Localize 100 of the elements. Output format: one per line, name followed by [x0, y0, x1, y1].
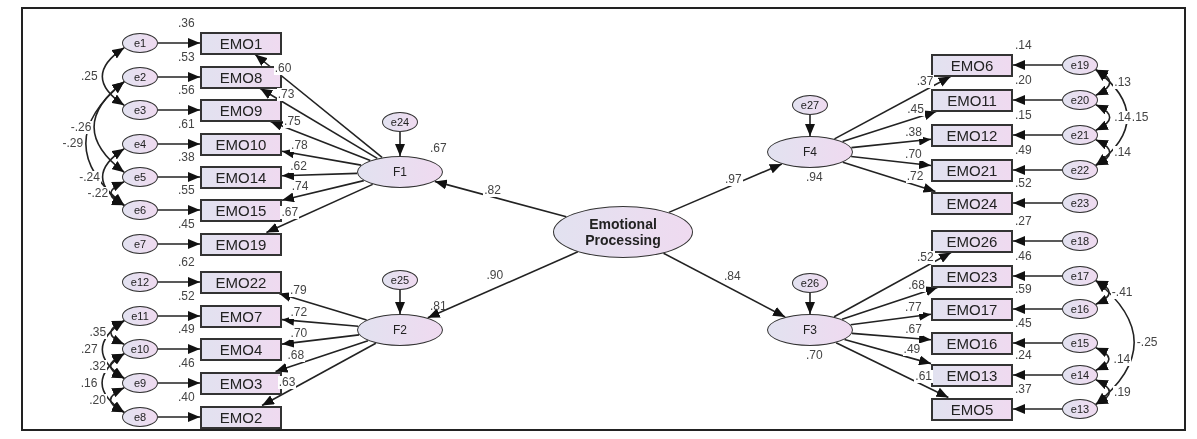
variable-name: EMO16 [946, 334, 998, 352]
squared-multiple-correlation: .55 [178, 183, 195, 197]
path-arrow [851, 332, 932, 344]
variable-name: e22 [1070, 164, 1090, 176]
observed-variable-box [931, 264, 1013, 288]
squared-multiple-correlation: .81 [430, 300, 447, 313]
squared-multiple-correlation: .52 [1015, 176, 1032, 190]
covariance-arrow [1095, 68, 1111, 97]
error-circle [122, 33, 158, 53]
edge-label: .52 [916, 251, 935, 265]
path-arrow [157, 412, 201, 422]
variable-name: e25 [390, 274, 410, 286]
variable-name: e12 [130, 276, 150, 288]
variable-name: EMO22 [215, 273, 267, 291]
error-circle [1062, 299, 1098, 319]
path-arrow [157, 72, 201, 82]
edge-label: .19 [1113, 385, 1132, 399]
path-arrow [281, 315, 359, 328]
path-arrow [1012, 236, 1063, 246]
squared-multiple-correlation: .45 [178, 217, 195, 231]
squared-multiple-correlation: .61 [178, 117, 195, 131]
path-arrow [281, 179, 365, 203]
path-arrow [259, 87, 379, 160]
path-arrow [841, 286, 939, 321]
path-arrow [842, 161, 937, 193]
observed-variable-box [200, 198, 282, 222]
edge-label: .67 [280, 206, 300, 220]
latent-factor-ellipse [767, 136, 853, 168]
edge-label: .62 [289, 159, 308, 173]
edge-label: .16 [79, 376, 99, 390]
covariance-arrow [1095, 279, 1135, 406]
error-circle [382, 112, 418, 132]
variable-name: EMO24 [946, 194, 998, 212]
error-circle [792, 273, 828, 293]
edge-label: .14 [1112, 352, 1132, 366]
variable-name: e6 [133, 204, 147, 216]
variable-name: EMO15 [215, 201, 267, 219]
path-arrow [157, 105, 201, 115]
path-arrow [395, 131, 405, 157]
edge-label: -.29 [61, 137, 85, 150]
edge-label: .70 [904, 148, 923, 161]
path-arrow [434, 179, 568, 218]
squared-multiple-correlation: .62 [178, 255, 195, 269]
variable-name: e16 [1070, 303, 1090, 315]
variable-name: EMO2 [219, 408, 263, 426]
path-arrow [1012, 165, 1063, 175]
variable-name: e15 [1070, 337, 1090, 349]
path-arrow [157, 344, 201, 354]
path-arrow [805, 292, 815, 315]
error-circle [1062, 399, 1098, 419]
covariance-arrow [1095, 138, 1111, 167]
variable-name: e3 [133, 104, 147, 116]
variable-name: F4 [803, 145, 817, 159]
path-arrow [1012, 95, 1063, 105]
edge-label: .45 [906, 102, 925, 116]
variable-name: e26 [800, 277, 820, 289]
path-arrow [157, 139, 201, 149]
variable-name: e2 [133, 71, 147, 83]
path-arrow [805, 114, 815, 137]
path-arrow [1012, 198, 1063, 208]
path-arrow [157, 239, 201, 249]
observed-variable-box [200, 337, 282, 361]
error-circle [122, 272, 158, 292]
squared-multiple-correlation: .45 [1015, 316, 1032, 330]
path-arrow [157, 311, 201, 321]
variable-name: EMO10 [215, 135, 267, 153]
variable-name: e27 [800, 99, 820, 111]
edge-label: .68 [907, 279, 926, 292]
path-arrow [850, 155, 932, 170]
covariance-arrow [1095, 378, 1111, 406]
error-circle [1062, 231, 1098, 251]
path-arrow [835, 341, 950, 399]
edge-label: .38 [904, 125, 923, 139]
edge-label: .75 [283, 114, 302, 128]
path-arrow [157, 378, 201, 388]
path-arrow [274, 339, 369, 373]
path-arrow [269, 120, 372, 162]
squared-multiple-correlation: .46 [1015, 249, 1032, 263]
covariance-arrow [1095, 103, 1111, 132]
path-arrow [157, 277, 201, 287]
observed-variable-box [931, 191, 1013, 215]
squared-multiple-correlation: .20 [1015, 73, 1032, 87]
squared-multiple-correlation: .37 [1015, 382, 1032, 396]
variable-name: EMO21 [946, 161, 998, 179]
error-circle [122, 373, 158, 393]
variable-name: F3 [803, 323, 817, 337]
variable-name: e13 [1070, 403, 1090, 415]
error-circle [122, 306, 158, 326]
covariance-arrow [110, 180, 125, 207]
path-arrow [281, 334, 360, 348]
variable-name: e8 [133, 411, 147, 423]
error-circle [1062, 125, 1098, 145]
variable-name: Emotional Processing [584, 215, 662, 249]
path-arrow [427, 251, 579, 319]
squared-multiple-correlation: .15 [1015, 108, 1032, 122]
variable-name: e5 [133, 171, 147, 183]
edge-label: .14 [1113, 146, 1132, 159]
variable-name: e21 [1070, 129, 1090, 141]
observed-variable-box [931, 229, 1013, 253]
edge-label: -.25 [1135, 336, 1159, 349]
